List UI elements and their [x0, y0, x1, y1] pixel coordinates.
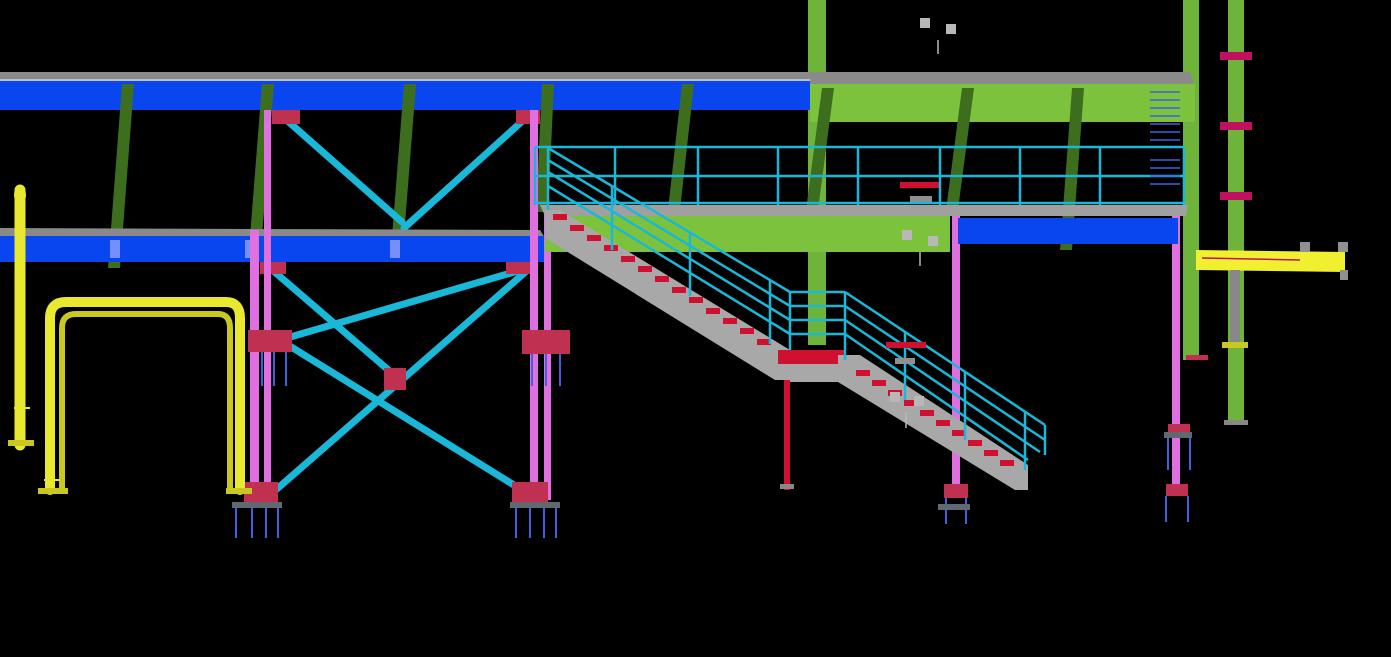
- stair-handrail: [546, 146, 1047, 470]
- pipe-supports: [8, 187, 252, 494]
- lower-beam[interactable]: [0, 228, 545, 262]
- stair[interactable]: [545, 210, 1028, 490]
- magenta-columns: [250, 110, 1180, 505]
- column-clips: [1220, 52, 1252, 200]
- upper-beam[interactable]: [0, 72, 1195, 122]
- tall-column-far-right: [1228, 0, 1244, 425]
- platform-handrail: [533, 145, 1186, 205]
- tick-marks: [1150, 91, 1180, 185]
- pipes[interactable]: [14, 184, 245, 495]
- platform[interactable]: [540, 182, 1188, 252]
- tall-column-right: [1183, 0, 1199, 360]
- base-plates: [232, 330, 1192, 538]
- right-beam-yellow: [1196, 242, 1348, 348]
- markers: [890, 18, 956, 428]
- landing-post: [784, 380, 790, 490]
